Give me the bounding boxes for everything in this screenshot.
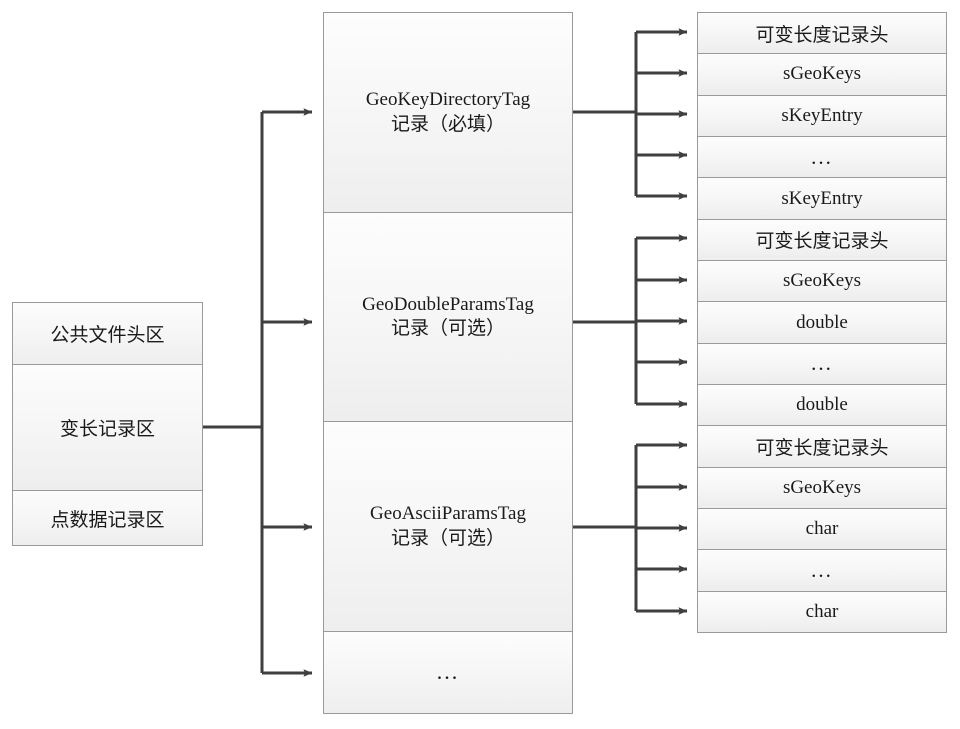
right-row-g3-可变长度记录头[interactable]: 可变长度记录头 xyxy=(697,425,947,468)
right-row-g1-skeyentry[interactable]: sKeyEntry xyxy=(697,177,947,220)
mid-box-geodoubleparamstag[interactable]: GeoDoubleParamsTag 记录（可选） xyxy=(323,212,573,422)
right-row-label: char xyxy=(805,518,839,540)
mid-box-ellipsis-label: ... xyxy=(436,659,460,685)
right-row-label: 可变长度记录头 xyxy=(755,24,889,46)
right-row-g3-char[interactable]: char xyxy=(697,508,947,551)
right-row-label: ... xyxy=(811,558,833,583)
right-row-g2-double[interactable]: double xyxy=(697,384,947,427)
mid-box-geoasciiparamstag-label: GeoAsciiParamsTag 记录（可选） xyxy=(370,503,526,549)
left-cell-variable-length-records-label: 变长记录区 xyxy=(59,419,155,440)
mid-box-geoasciiparamstag[interactable]: GeoAsciiParamsTag 记录（可选） xyxy=(323,421,573,632)
mid-box-ellipsis[interactable]: ... xyxy=(323,631,573,714)
right-row-g2-sgeokeys[interactable]: sGeoKeys xyxy=(697,260,947,303)
right-row-label: sGeoKeys xyxy=(782,63,862,85)
right-row-g1-sgeokeys[interactable]: sGeoKeys xyxy=(697,53,947,96)
connector-left-to-middle xyxy=(203,108,313,677)
right-row-label: ... xyxy=(811,351,833,376)
left-cell-point-data-records[interactable]: 点数据记录区 xyxy=(13,491,202,545)
right-row-label: 可变长度记录头 xyxy=(755,438,889,460)
right-row-g2-可变长度记录头[interactable]: 可变长度记录头 xyxy=(697,218,947,262)
right-row-label: sKeyEntry xyxy=(781,104,863,126)
right-row-label: ... xyxy=(811,144,833,169)
right-row-g1-ellipsis[interactable]: ... xyxy=(697,136,947,179)
right-row-g3-sgeokeys[interactable]: sGeoKeys xyxy=(697,466,947,510)
right-row-g1-可变长度记录头[interactable]: 可变长度记录头 xyxy=(697,12,947,55)
connector-geodoubleparamstag-to-rows xyxy=(573,234,688,408)
right-row-g3-char[interactable]: char xyxy=(697,590,947,634)
mid-box-geokeydirectorytag-label: GeoKeyDirectoryTag 记录（必填） xyxy=(365,89,531,135)
right-row-label: char xyxy=(805,600,839,622)
right-row-g2-ellipsis[interactable]: ... xyxy=(697,342,947,386)
right-row-g3-ellipsis[interactable]: ... xyxy=(697,549,947,592)
right-row-g2-double[interactable]: double xyxy=(697,301,947,344)
right-row-label: sKeyEntry xyxy=(781,187,863,209)
mid-box-geokeydirectorytag[interactable]: GeoKeyDirectoryTag 记录（必填） xyxy=(323,12,573,213)
left-cell-public-header[interactable]: 公共文件头区 xyxy=(13,303,202,365)
right-row-label: double xyxy=(796,394,848,416)
left-cell-public-header-label: 公共文件头区 xyxy=(50,325,165,346)
left-cell-point-data-records-label: 点数据记录区 xyxy=(50,509,165,531)
connector-geokeydirectorytag-to-rows xyxy=(573,28,688,200)
right-row-g1-skeyentry[interactable]: sKeyEntry xyxy=(697,94,947,137)
right-record-structure-group: 可变长度记录头 sGeoKeys sKeyEntry... sKeyEntry 可变长度… xyxy=(697,12,947,634)
mid-box-geodoubleparamstag-label: GeoDoubleParamsTag 记录（可选） xyxy=(362,293,534,339)
right-row-label: double xyxy=(796,311,848,333)
left-cell-variable-length-records[interactable]: 变长记录区 xyxy=(13,365,202,491)
right-row-label: 可变长度记录头 xyxy=(755,231,889,253)
right-row-label: sGeoKeys xyxy=(782,476,862,498)
connector-geoasciiparamstag-to-rows xyxy=(573,441,688,615)
right-row-label: sGeoKeys xyxy=(782,270,862,292)
left-file-structure-group: 公共文件头区 变长记录区 点数据记录区 xyxy=(12,302,203,546)
